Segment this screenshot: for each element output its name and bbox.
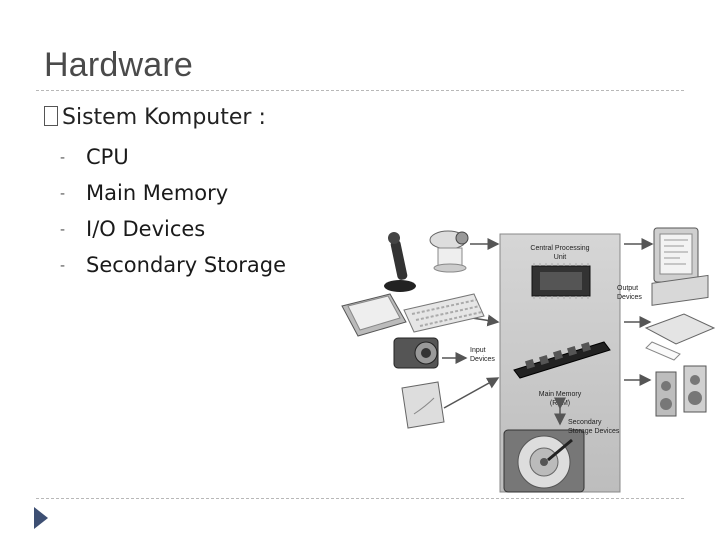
memory-label-line1: Main Memory (539, 391, 582, 398)
joystick-icon (384, 232, 416, 292)
output-label-line2: Devices (617, 294, 642, 301)
camera-icon (393, 337, 439, 369)
bullet-box-icon (44, 106, 58, 126)
touchpad-icon (401, 381, 445, 429)
scanner-icon (341, 293, 407, 337)
storage-label-line2: Storage Devices (568, 428, 620, 435)
monitor-icon (653, 227, 699, 293)
input-arrow (443, 377, 500, 409)
printer-icon (644, 274, 716, 361)
memory-label-line2: (RAM) (550, 400, 570, 407)
list-item-label: Main Memory (86, 181, 229, 205)
input-label-line2: Devices (470, 356, 495, 363)
computer-system-diagram: Central Processing Unit Main Memory (RAM… (341, 227, 716, 493)
list-item: - Secondary Storage (60, 248, 286, 284)
keyboard-icon (403, 293, 485, 333)
webcam-icon (429, 230, 469, 273)
section-heading-text: Sistem Komputer : (62, 105, 266, 130)
footer-divider (36, 498, 684, 499)
cpu-chip-icon: Central Processing Unit (530, 245, 591, 299)
list-item-label: CPU (86, 145, 129, 169)
hard-disk-icon (503, 429, 585, 493)
dash-bullet: - (60, 222, 66, 238)
list-item: - Main Memory (60, 176, 286, 212)
cpu-label-line2: Unit (554, 254, 567, 261)
slide-title: Hardware (44, 46, 193, 84)
dash-bullet: - (60, 186, 66, 202)
storage-label-line1: Secondary (568, 419, 602, 426)
dash-bullet: - (60, 258, 66, 274)
list-item-label: I/O Devices (86, 217, 206, 241)
list-item-label: Secondary Storage (86, 253, 287, 277)
title-divider (36, 90, 684, 91)
output-label-line1: Output (617, 285, 638, 292)
dash-bullet: - (60, 150, 66, 166)
input-arrow (471, 314, 500, 327)
next-slide-arrow-icon[interactable] (34, 507, 48, 529)
cpu-label-line1: Central Processing (530, 245, 589, 252)
speakers-icon (655, 365, 707, 417)
list-item: - I/O Devices (60, 212, 286, 248)
section-heading: �Sistem Komputer : (44, 105, 266, 130)
component-list: - CPU - Main Memory - I/O Devices - Secondar… (60, 140, 286, 284)
list-item: - CPU (60, 140, 286, 176)
input-label-line1: Input (470, 347, 486, 354)
